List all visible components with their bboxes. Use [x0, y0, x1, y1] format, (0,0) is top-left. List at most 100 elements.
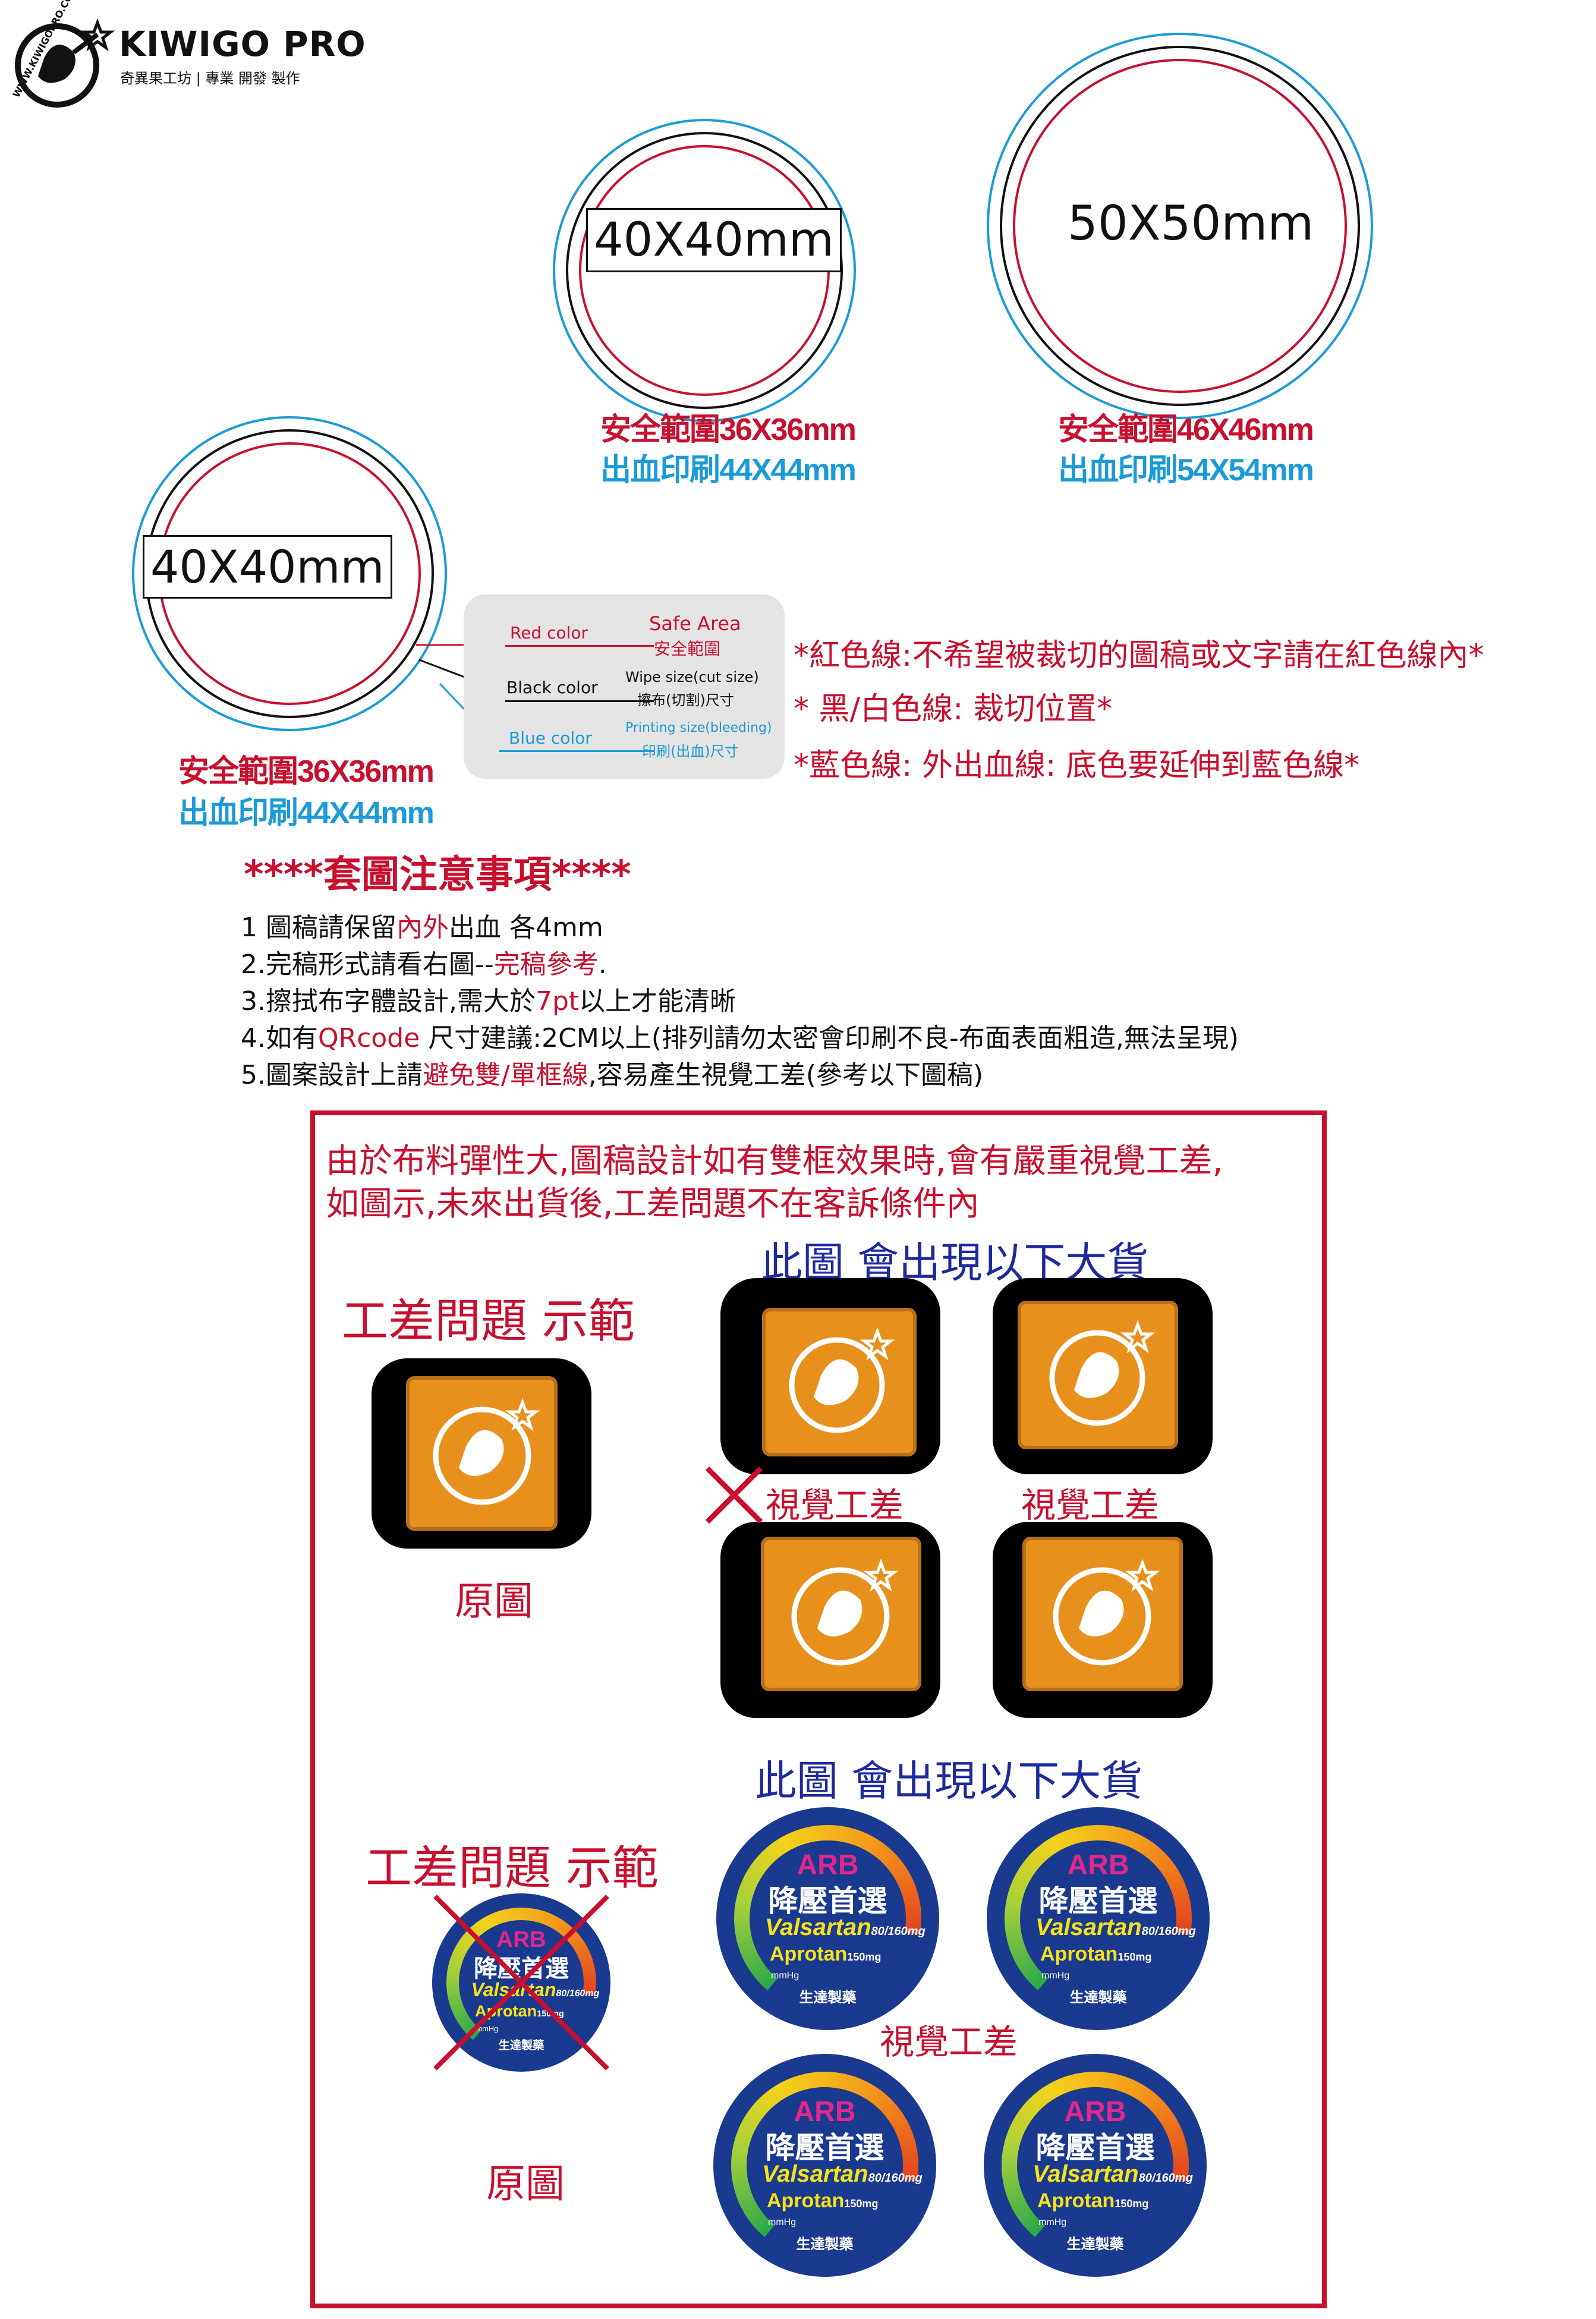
disk-valsartan: Valsartan80/160mg [1032, 2161, 1193, 2187]
disk-main: 降壓首選 [765, 2131, 884, 2165]
disk-valsartan-dose: 80/160mg [556, 1988, 600, 1999]
disk-valsartan: Valsartan80/160mg [762, 2161, 923, 2187]
legend-black-color: Black color [506, 678, 598, 697]
brand-logo [8, 11, 115, 112]
will-appear-b: 此圖 會出現以下大貨 [755, 1757, 1143, 1805]
visual-diff-a-right: 視覺工差 [1021, 1485, 1160, 1525]
note-blue-line: *藍色線: 外出血線: 底色要延伸到藍色線* [794, 748, 1360, 784]
tile-bottom-left [720, 1522, 940, 1718]
legend-blue-line [499, 750, 654, 752]
gauge-inner [750, 1840, 906, 1997]
disk-valsartan-dose: 80/160mg [871, 1925, 926, 1938]
tile-top-left [720, 1278, 940, 1474]
mid-40-safe-text: 安全範圍36X36mm [178, 754, 435, 789]
disk-unit: mmHg [771, 1971, 799, 1981]
visual-diff-b: 視覺工差 [880, 2022, 1018, 2062]
legend-blue-color: Blue color [509, 728, 592, 748]
disk-arb: ARB [1067, 1849, 1129, 1881]
rule-3: 3.擦拭布字體設計,需大於7pt以上才能清晰 [241, 986, 736, 1017]
disk-main: 降壓首選 [1038, 1884, 1158, 1918]
legend-black-line [505, 700, 654, 702]
brand-name: KIWIGO PRO [119, 24, 366, 64]
legend-red-color: Red color [510, 623, 588, 643]
top-40-bleed-text: 出血印刷44X44mm [600, 453, 857, 487]
warning-box [310, 1110, 1327, 2308]
rule-4: 4.如有QRcode 尺寸建議:2CM以上(排列請勿太密會印刷不良-布面表面粗造… [241, 1023, 1239, 1053]
kiwi-bird-icon [15, 18, 115, 108]
note-red-line: *紅色線:不希望被裁切的圖稿或文字請在紅色線內* [794, 638, 1484, 674]
tile-bottom-right-face [1022, 1537, 1183, 1691]
example-title-b: 工差問題 示範 [366, 1842, 659, 1895]
disk-maker: 生達製藥 [1069, 1988, 1127, 2006]
kiwi-logo-icon [1053, 1558, 1160, 1666]
brand-subtitle: 奇異果工坊 | 專業 開發 製作 [120, 70, 300, 87]
disk-aprotan: Aprotan150mg [1037, 2189, 1149, 2212]
legend-printing-size-zh: 印刷(出血)尺寸 [642, 743, 739, 760]
top-50-black-ring [1000, 46, 1360, 406]
mid-40-blue-ring [132, 416, 447, 731]
tile-top-left-face [762, 1308, 917, 1456]
disk-main: 降壓首選 [1035, 2131, 1155, 2165]
disk-valsartan: Valsartan80/160mg [1035, 1914, 1196, 1940]
warning-line-1: 由於布料彈性大,圖稿設計如有雙框效果時,會有嚴重視覺工差, [326, 1142, 1223, 1181]
disk-valsartan-dose: 80/160mg [868, 2172, 923, 2185]
red-x-mark-b [433, 1895, 609, 2071]
rule-5: 5.圖案設計上請避免雙/單框線,容易產生視覺工差(參考以下圖稿) [241, 1060, 984, 1090]
rules-title: ****套圖注意事項**** [244, 853, 631, 897]
disk-unit: mmHg [1038, 2217, 1067, 2227]
top-40-black-ring [566, 132, 843, 409]
disk-aprotan-dose: 150mg [847, 1951, 882, 1963]
original-tile-face [406, 1376, 558, 1531]
top-40-blue-ring [553, 119, 856, 422]
tile-bottom-left-face [761, 1537, 921, 1691]
top-50-circle-diagram: 50X50mm [987, 33, 1373, 419]
legend-safe-area: Safe Area [649, 612, 741, 635]
kiwi-logo-icon [789, 1327, 895, 1433]
disk-maker: 生達製藥 [799, 1988, 857, 2006]
mid-40-circle-diagram: 40X40mm [132, 416, 447, 731]
disk-aprotan-dose: 150mg [844, 2198, 879, 2210]
disk-unit: mmHg [768, 2217, 797, 2227]
disk-unit: mmHg [476, 2024, 499, 2033]
disk-main: 降壓首選 [474, 1955, 569, 1983]
disk-valsartan-dose: 80/160mg [1138, 2172, 1193, 2185]
disk-maker: 生達製藥 [796, 2235, 854, 2252]
warning-line-2: 如圖示,未來出貨後,工差問題不在客訴條件內 [326, 1185, 980, 1223]
rule-2: 2.完稿形式請看右圖--完稿參考. [241, 949, 607, 980]
original-label-b: 原圖 [486, 2161, 565, 2207]
disk-unit: mmHg [1041, 1971, 1070, 1981]
legend-safe-area-zh: 安全範圍 [654, 639, 721, 659]
disk-maker: 生達製藥 [498, 2038, 544, 2052]
note-black-line: * 黑/白色線: 裁切位置* [794, 691, 1113, 727]
mid-40-bleed-text: 出血印刷44X44mm [178, 796, 435, 830]
legend-box: Red color Safe Area 安全範圍 Black color Wip… [464, 594, 785, 779]
mid-40-size-label: 40X40mm [143, 535, 392, 599]
legend-wipe-size-zh: 擦布(切割)尺寸 [637, 692, 734, 709]
disk-arb: ARB [794, 2096, 856, 2128]
top-50-red-ring [1013, 59, 1347, 393]
disk-aprotan: Aprotan150mg [770, 1943, 882, 1965]
disk-aprotan-dose: 150mg [1117, 1951, 1152, 1963]
original-tile [372, 1358, 591, 1549]
legend-wipe-size: Wipe size(cut size) [625, 669, 759, 685]
disk-valsartan: Valsartan80/160mg [765, 1914, 926, 1940]
kiwi-logo-icon [1049, 1320, 1156, 1426]
tile-top-right-face [1018, 1301, 1178, 1449]
disk-maker: 生達製藥 [1066, 2235, 1124, 2252]
top-50-size-label: 50X50mm [1063, 193, 1319, 253]
red-x-mark-a [705, 1466, 763, 1524]
kiwi-logo-icon [791, 1558, 899, 1666]
legend-printing-size: Printing size(bleeding) [625, 720, 772, 735]
disk-valsartan-dose: 80/160mg [1141, 1925, 1196, 1938]
original-label-a: 原圖 [455, 1578, 533, 1624]
disk-main: 降壓首選 [768, 1884, 887, 1918]
legend-red-line [505, 645, 654, 647]
disk-aprotan: Aprotan150mg [1040, 1943, 1152, 1965]
disk-arb: ARB [1064, 2096, 1126, 2128]
visual-diff-a-left: 視覺工差 [766, 1485, 904, 1525]
tile-top-right [993, 1278, 1213, 1474]
